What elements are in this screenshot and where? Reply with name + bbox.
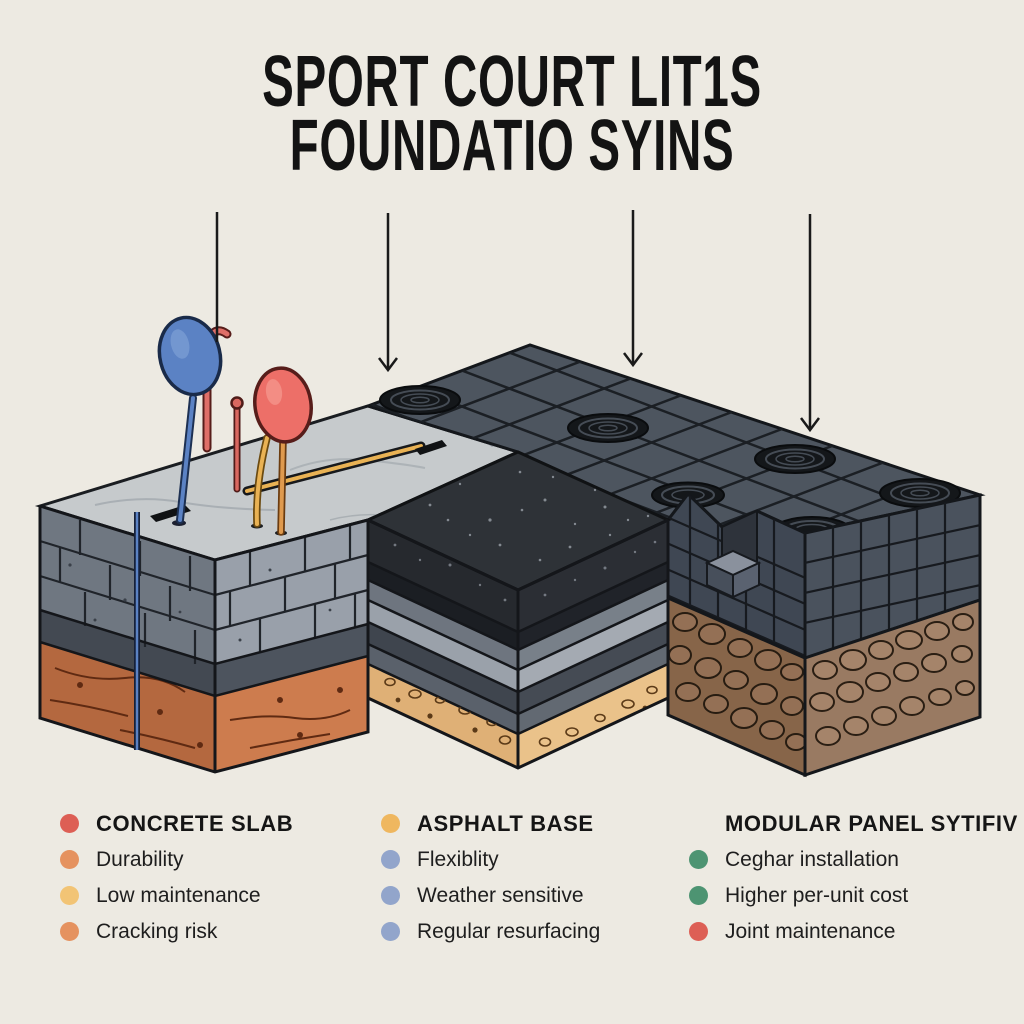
legend-dot: [60, 922, 79, 941]
asphalt-speckles: [428, 470, 650, 562]
legend-column-modular: MODULAR PANEL SYTIFIV Ceghar installatio…: [689, 810, 1019, 956]
legend-column-concrete: CONCRETE SLAB Durability Low maintenance…: [60, 810, 390, 956]
legend-dot: [689, 922, 708, 941]
legend-item: Durability: [60, 848, 390, 871]
legend-item: Ceghar installation: [689, 848, 1019, 871]
legend-item-label: Durability: [96, 847, 184, 871]
legend-item-label: Higher per-unit cost: [725, 883, 909, 907]
legend-item-label: Low maintenance: [96, 883, 261, 907]
legend-dot: [689, 850, 708, 869]
small-red-pin-icon: [230, 396, 244, 493]
legend-item-label: Regular resurfacing: [417, 919, 601, 943]
concrete-slab-faces: [38, 504, 370, 774]
legend-item-label: Weather sensitive: [417, 883, 584, 907]
legend-item: Low maintenance: [60, 884, 390, 907]
arrow-down-3: [623, 210, 643, 368]
legend-dot: [381, 850, 400, 869]
legend-dot: [381, 922, 400, 941]
legend-dot: [60, 814, 79, 833]
marker-pins: [157, 315, 313, 536]
legend-item: Regular resurfacing: [381, 920, 711, 943]
modular-panel-faces: [666, 491, 982, 778]
legend-item: Cracking risk: [60, 920, 390, 943]
legend-item: Weather sensitive: [381, 884, 711, 907]
legend-header-label: CONCRETE SLAB: [96, 810, 294, 836]
arrow-down-2: [378, 213, 398, 373]
legend-column-asphalt: ASPHALT BASE Flexiblity Weather sensitiv…: [381, 810, 711, 956]
legend-item-label: Cracking risk: [96, 919, 218, 943]
legend-header-row: ASPHALT BASE: [381, 810, 711, 836]
legend-item: Higher per-unit cost: [689, 884, 1019, 907]
pointer-arrows: [215, 210, 820, 433]
legend-item: Flexiblity: [381, 848, 711, 871]
blue-pin-icon: [157, 315, 223, 526]
legend-item-label: Joint maintenance: [725, 919, 896, 943]
legend-item-label: Ceghar installation: [725, 847, 899, 871]
legend-dot: [689, 886, 708, 905]
legend-item: Joint maintenance: [689, 920, 1019, 943]
legend-dot: [381, 814, 400, 833]
legend-dot: [381, 886, 400, 905]
arrow-down-4: [800, 214, 820, 433]
legend-header-label: ASPHALT BASE: [417, 810, 594, 836]
red-pin-icon: [251, 366, 313, 536]
legend-header-row: MODULAR PANEL SYTIFIV: [689, 810, 1019, 836]
legend-dot: [60, 850, 79, 869]
drain-grate-icons: [379, 385, 961, 544]
page-title: SPORT COURT LIT1S FOUNDATIO SYINS: [0, 42, 1024, 186]
asphalt-base-section: [364, 450, 672, 770]
rebar-rod: [242, 440, 447, 496]
panel-notch: [704, 509, 762, 599]
title-line-2: FOUNDATIO SYINS: [289, 106, 735, 186]
title-line-1: SPORT COURT LIT1S: [262, 42, 762, 122]
legend-dot: [60, 886, 79, 905]
legend-header-label: MODULAR PANEL SYTIFIV: [725, 810, 1018, 836]
legend-item-label: Flexiblity: [417, 847, 499, 871]
legend-header-row: CONCRETE SLAB: [60, 810, 390, 836]
